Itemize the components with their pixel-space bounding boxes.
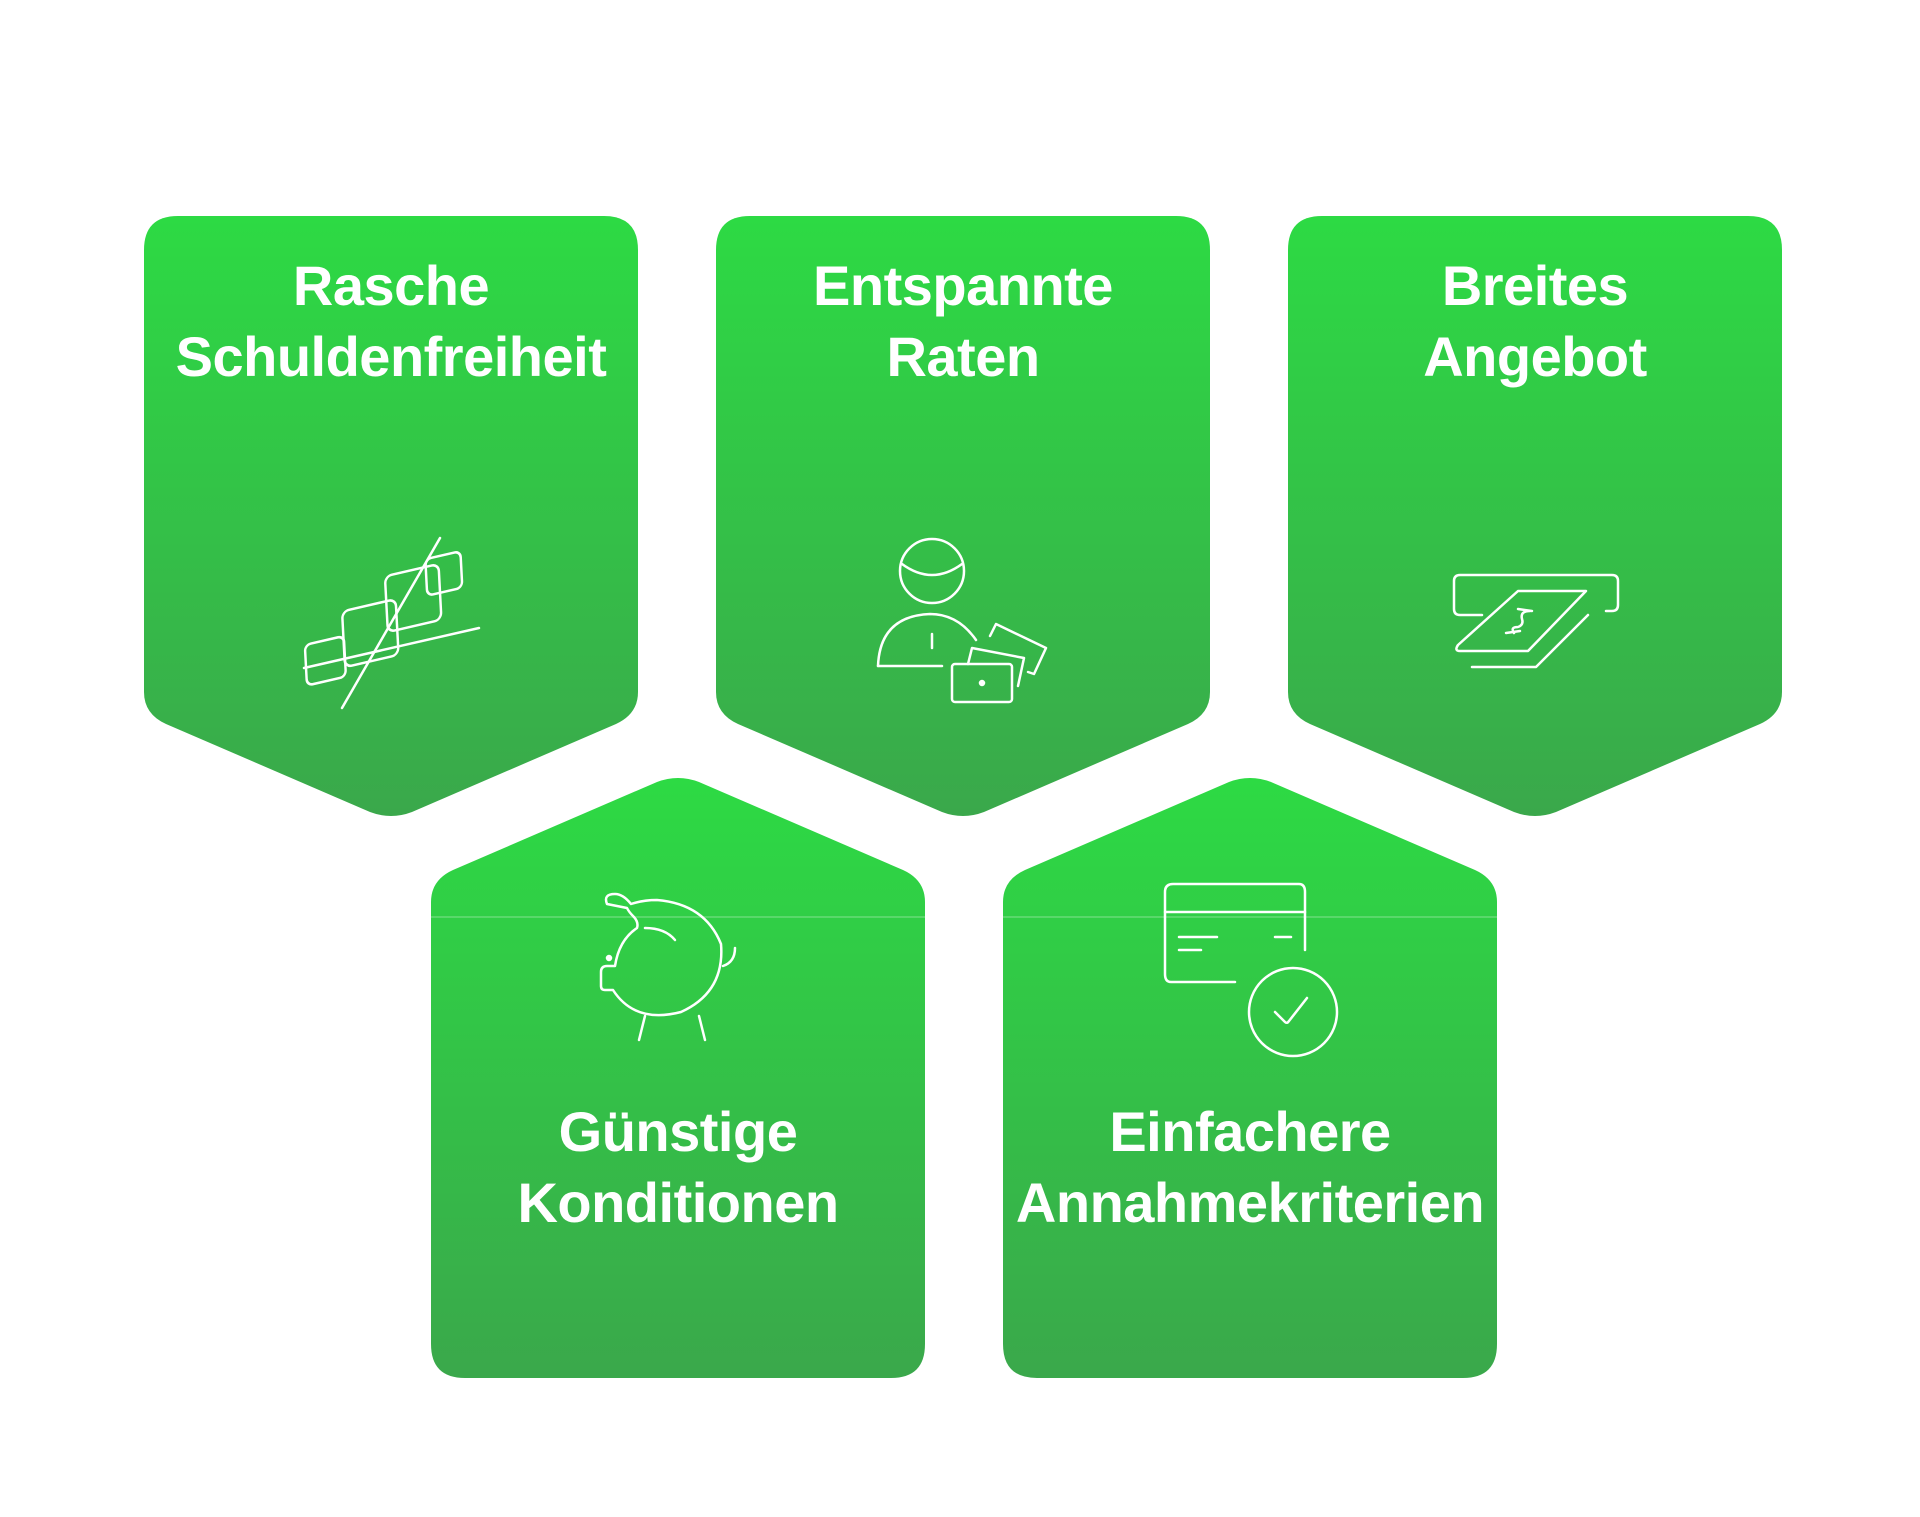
shield-shape-up [431,778,925,1378]
shield-shape-down [716,216,1210,816]
shield-shape-down [1288,216,1782,816]
card-approved-icon [1163,882,1343,1067]
chain-links-icon [302,536,484,721]
banknote-dispenser-icon [1448,571,1628,696]
piggy-bank-icon [589,890,769,1055]
shield-shape-down [144,216,638,816]
shield-shape-up [1003,778,1497,1378]
person-with-cards-icon [876,536,1058,721]
